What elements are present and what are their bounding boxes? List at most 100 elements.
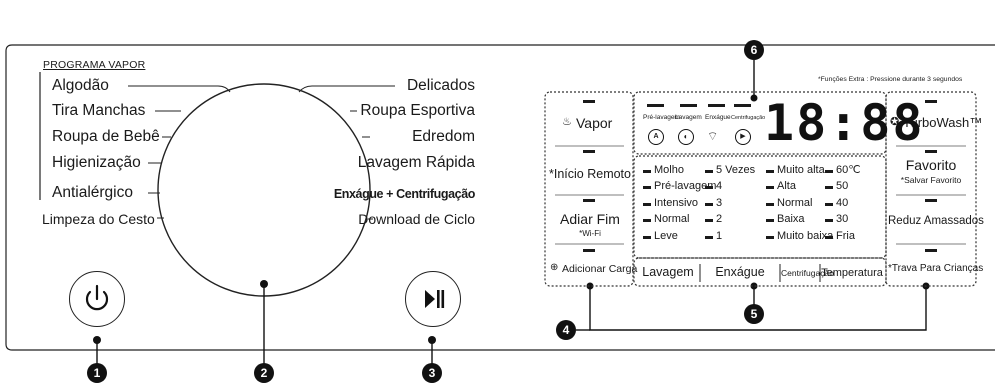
option-rinse-1[interactable]: 1 [716, 230, 723, 242]
opt-dot [705, 203, 713, 206]
callout-6: 6 [744, 40, 764, 60]
opt-dot [705, 186, 713, 189]
callout-1: 1 [87, 363, 107, 383]
adicionar-carga-label: Adicionar Carga [562, 263, 638, 275]
lavagem-button[interactable]: Lavagem [642, 265, 694, 279]
opt-dot [766, 203, 774, 206]
opt-dot [766, 186, 774, 189]
centrifugacao-button[interactable]: Centrifugação [781, 268, 834, 278]
option-rinse-5[interactable]: 5 Vezes [716, 164, 756, 176]
steam-icon: ♨ [562, 116, 572, 128]
program-label-delicados[interactable]: Delicados [406, 77, 475, 94]
turbowash-button[interactable]: ✪ TurboWash™ [890, 114, 982, 132]
stage-label-pre-lavagem: Pré-lavagem [643, 114, 680, 121]
adiar-fim-button[interactable]: Adiar Fim [560, 211, 620, 227]
opt-dot [643, 219, 651, 222]
program-label-enxague-centrifugacao[interactable]: Enxágue + Centrifugação [333, 187, 476, 201]
program-label-tira-manchas[interactable]: Tira Manchas [52, 102, 146, 119]
opt-dot [766, 170, 774, 173]
program-label-roupa-esportiva[interactable]: Roupa Esportiva [360, 102, 475, 119]
indicator-favorito [925, 150, 937, 153]
opt-dot [766, 219, 774, 222]
option-spin-baixa[interactable]: Baixa [777, 213, 805, 225]
inicio-remoto-button[interactable]: *Início Remoto [549, 167, 631, 181]
program-label-antialergico[interactable]: Antialérgico [52, 184, 133, 201]
option-temp-30[interactable]: 30 [836, 213, 849, 225]
option-temp-60[interactable]: 60℃ [836, 164, 861, 176]
opt-dot [643, 236, 651, 239]
start-pause-button[interactable] [405, 271, 461, 327]
option-spin-muito-alta[interactable]: Muito alta [777, 164, 825, 176]
option-rinse-2[interactable]: 2 [716, 213, 723, 225]
opt-dot [705, 219, 713, 222]
power-icon [85, 284, 109, 311]
option-rinse-3[interactable]: 3 [716, 197, 723, 209]
opt-dot [825, 203, 833, 206]
option-spin-alta[interactable]: Alta [777, 180, 796, 192]
opt-dot [643, 203, 651, 206]
wifi-icon: ⌔ [707, 129, 719, 143]
program-label-higienizacao[interactable]: Higienização [52, 154, 141, 171]
stage-label-centrifugacao: Centrifugação [731, 115, 766, 121]
program-label-limpeza-cesto[interactable]: Limpeza do Cesto [42, 211, 155, 227]
program-label-edredom[interactable]: Edredom [412, 128, 475, 145]
opt-dot [825, 219, 833, 222]
opt-dot [705, 236, 713, 239]
option-temp-50[interactable]: 50 [836, 180, 849, 192]
option-pre-lavagem[interactable]: Pré-lavagem [654, 180, 717, 192]
callout-4: 4 [556, 320, 576, 340]
enxague-button[interactable]: Enxágue [715, 265, 765, 279]
program-knob[interactable] [158, 84, 370, 296]
favorito-button[interactable]: Favorito [905, 157, 957, 173]
trava-criancas-button[interactable]: *Trava Para Crianças [888, 263, 984, 274]
programa-vapor-heading: PROGRAMA VAPOR [43, 59, 146, 71]
salvar-favorito-note: *Salvar Favorito [900, 175, 962, 185]
opt-dot [825, 170, 833, 173]
program-label-download-ciclo[interactable]: Download de Ciclo [358, 211, 475, 227]
option-spin-normal[interactable]: Normal [777, 197, 813, 209]
turbowash-icon: ✪ [890, 116, 900, 128]
remote-icon: ▶ [735, 129, 751, 145]
wifi-note: *Wi-Fi [579, 229, 601, 238]
vapor-button[interactable]: ♨ Vapor [556, 112, 624, 136]
option-molho[interactable]: Molho [654, 164, 684, 176]
play-pause-icon [425, 290, 445, 308]
opt-dot [825, 186, 833, 189]
option-temp-40[interactable]: 40 [836, 197, 849, 209]
option-normal-lavagem[interactable]: Normal [654, 213, 690, 225]
callout-5: 5 [744, 304, 764, 324]
option-temp-fria[interactable]: Fria [836, 230, 855, 242]
opt-dot [643, 186, 651, 189]
indicator-vapor [583, 100, 595, 103]
program-label-algodao[interactable]: Algodão [52, 77, 109, 94]
stage-dash-lavagem [680, 104, 697, 107]
stage-label-enxague: Enxágue [705, 114, 731, 121]
vapor-label: Vapor [576, 115, 613, 131]
adicionar-carga-button[interactable]: ⊕ Adicionar Carga [549, 262, 637, 278]
turbowash-label: TurboWash™ [903, 115, 983, 130]
funcoes-extra-note: *Funções Extra : Pressione durante 3 seg… [818, 76, 963, 83]
indicator-inicio-remoto [583, 150, 595, 153]
program-label-roupa-bebe[interactable]: Roupa de Bebê [52, 128, 160, 145]
indicator-adicionar-carga [583, 249, 595, 252]
option-rinse-4[interactable]: 4 [716, 180, 723, 192]
tub-icon: ◐ [678, 129, 694, 145]
option-spin-muito-baixa[interactable]: Muito baixa [777, 230, 834, 242]
indicator-turbowash [925, 100, 937, 103]
temperatura-button[interactable]: Temperatura [821, 267, 883, 279]
opt-dot [766, 236, 774, 239]
option-leve[interactable]: Leve [654, 230, 678, 242]
auto-icon: A [648, 129, 664, 145]
reduz-amassados-button[interactable]: Reduz Amassados [888, 215, 984, 227]
stage-dash-enxague [708, 104, 725, 107]
callout-3: 3 [422, 363, 442, 383]
indicator-reduz-amassados [925, 199, 937, 202]
opt-dot [705, 170, 713, 173]
seven-segment-display: 18:88 [764, 94, 925, 152]
stage-dash-centrifugacao [734, 104, 751, 107]
program-label-lavagem-rapida[interactable]: Lavagem Rápida [357, 154, 475, 171]
power-button[interactable] [69, 271, 125, 327]
option-intensivo[interactable]: Intensivo [654, 197, 699, 209]
stage-dash-pre-lavagem [647, 104, 664, 107]
